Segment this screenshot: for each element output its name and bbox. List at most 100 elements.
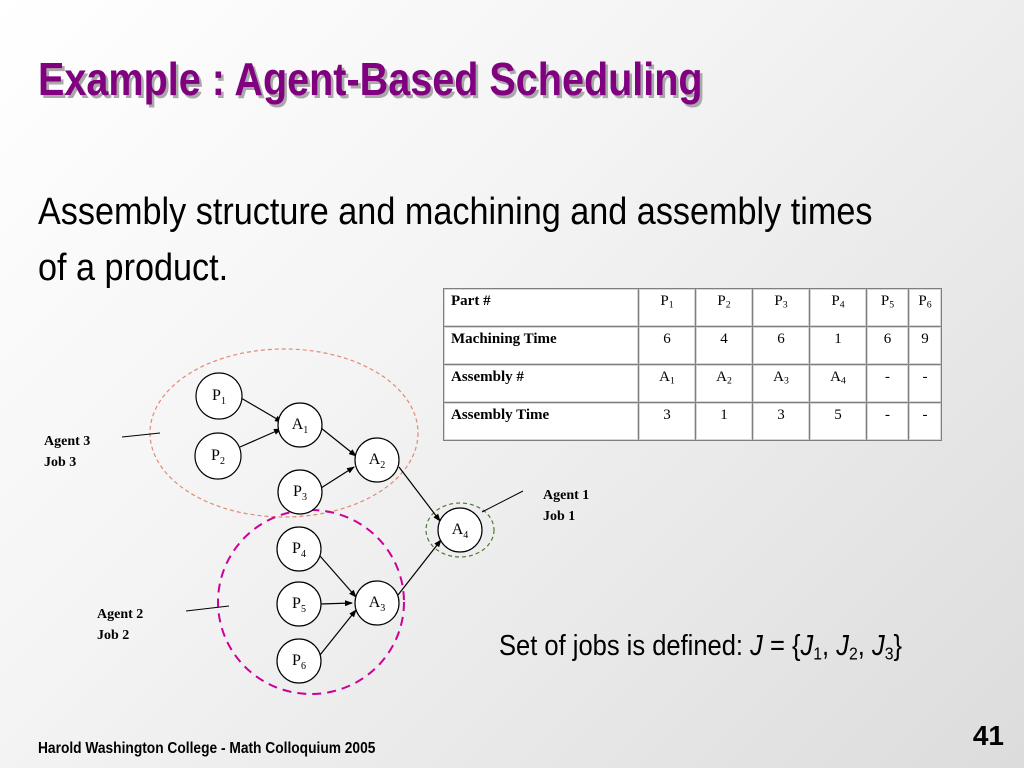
table-cell: A4 [809, 364, 867, 403]
agent3-name: Agent 3 [44, 434, 91, 449]
cell-value: P [717, 293, 726, 309]
job-separator-1: , [822, 630, 837, 662]
agent1-name: Agent 1 [543, 488, 590, 503]
cell-subscript: 4 [840, 375, 846, 387]
table-cell: P2 [695, 288, 753, 327]
cell-value: - [885, 407, 890, 423]
cell-value: A [716, 369, 727, 385]
table-cell: 9 [908, 326, 942, 365]
svg-text:P3: P3 [293, 483, 307, 503]
node-a4-sub: 4 [463, 530, 468, 541]
node-p1-sub: 1 [221, 396, 226, 407]
cell-subscript: 5 [889, 299, 895, 311]
table-cell: 6 [638, 326, 696, 365]
cell-subscript: 4 [839, 299, 845, 311]
node-a1-sub: 1 [303, 425, 308, 436]
page-number: 41 [972, 720, 1004, 751]
cell-subscript: 3 [783, 375, 789, 387]
cell-subscript: 6 [926, 299, 932, 311]
cell-value: P [660, 293, 669, 309]
slide-subtitle: Assembly structure and machining and ass… [38, 184, 902, 296]
node-a2-label: A [369, 451, 381, 468]
edge-p5-a3 [319, 600, 353, 607]
node-p6-label: P [292, 652, 301, 669]
job-1-symbol: J [800, 630, 814, 662]
table-cell: 3 [752, 402, 810, 441]
svg-text:A1: A1 [292, 416, 309, 436]
svg-text:A2: A2 [369, 451, 386, 471]
edge-a1-a2 [320, 427, 357, 457]
table-row: Assembly Time 3 1 3 5 - - [443, 402, 942, 441]
table-cell: 1 [809, 326, 867, 365]
cell-value: 9 [921, 331, 929, 347]
svg-text:P6: P6 [292, 652, 306, 672]
cell-value: - [922, 369, 928, 385]
row-label: Assembly Time [443, 402, 639, 441]
cell-value: 5 [834, 407, 842, 423]
node-p2: P2 [194, 432, 242, 480]
node-p5: P5 [276, 581, 322, 627]
job-set-definition: Set of jobs is defined: J = {J1, J2, J3} [499, 630, 902, 663]
agent2-label: Agent 2 Job 2 [97, 604, 143, 646]
job-1-index: 1 [813, 643, 823, 664]
node-a3-sub: 3 [380, 603, 385, 614]
edge-p6-a3 [319, 609, 357, 656]
agent3-label: Agent 3 Job 3 [44, 431, 90, 473]
cell-subscript: 2 [726, 375, 732, 387]
job-3-symbol: J [871, 630, 885, 662]
node-p1-label: P [212, 387, 221, 404]
cell-value: 3 [777, 407, 785, 423]
node-a4: A4 [437, 507, 483, 553]
cell-value: P [831, 293, 840, 309]
cell-subscript: 3 [782, 299, 788, 311]
node-p5-sub: 5 [301, 604, 306, 615]
node-p2-label: P [211, 447, 220, 464]
node-a3-label: A [369, 594, 381, 611]
cell-value: 6 [883, 331, 892, 347]
agent3-job: Job 3 [44, 455, 77, 470]
node-p2-sub: 2 [220, 456, 225, 467]
edge-p4-a3 [319, 555, 357, 598]
node-p3-sub: 3 [302, 492, 307, 503]
agent1-ellipse [425, 502, 495, 558]
cell-value: 6 [777, 331, 785, 347]
table-cell: 1 [695, 402, 753, 441]
slide-title: Example : Agent-Based Scheduling [38, 53, 703, 105]
subtitle-line-2: of a product. [38, 247, 229, 289]
cell-value: 3 [663, 407, 671, 423]
cell-value: - [885, 369, 890, 385]
edge-p2-a1 [239, 428, 282, 448]
job-separator-2: , [857, 630, 872, 662]
node-p3-label: P [293, 483, 302, 500]
edge-a3-a4 [397, 539, 442, 596]
cell-value: P [774, 293, 783, 309]
job-set-equals: = { [762, 630, 801, 662]
agent1-pointer-line [481, 490, 524, 513]
svg-text:P2: P2 [211, 447, 225, 467]
table-cell: - [908, 402, 942, 441]
agent2-name: Agent 2 [97, 607, 144, 622]
cell-value: 1 [834, 331, 842, 347]
table-cell: 3 [638, 402, 696, 441]
node-a4-label: A [452, 521, 464, 538]
row-label: Machining Time [443, 326, 639, 365]
cell-value: 6 [663, 331, 671, 347]
job-set-variable: J [750, 630, 763, 662]
node-p3: P3 [277, 469, 323, 515]
edge-a2-a4 [398, 466, 441, 522]
node-a2-sub: 2 [380, 460, 385, 471]
table-cell: A3 [752, 364, 810, 403]
edge-p1-a1 [240, 397, 283, 423]
node-p4: P4 [276, 526, 322, 572]
svg-text:A3: A3 [369, 594, 386, 614]
cell-value: 1 [720, 407, 728, 423]
cell-subscript: 1 [669, 375, 675, 387]
cell-value: A [773, 369, 784, 385]
cell-value: A [659, 369, 670, 385]
cell-value: 4 [720, 331, 728, 347]
job-2-index: 2 [848, 643, 858, 664]
